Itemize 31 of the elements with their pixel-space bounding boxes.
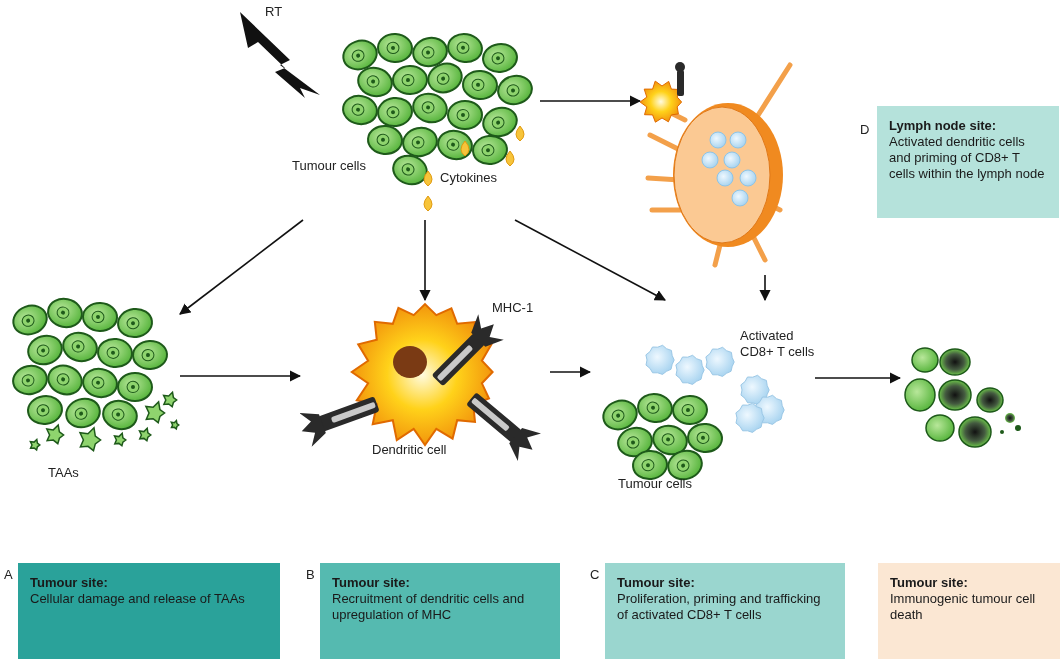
box-heading: Tumour site:	[30, 575, 109, 591]
box-description: Cellular damage and release of TAAs	[30, 591, 246, 607]
panel-letter: B	[306, 567, 315, 584]
cell-label: MHC-1	[492, 300, 535, 317]
panel-letter: A	[4, 567, 13, 584]
arrow	[419, 219, 431, 302]
arrow	[539, 95, 642, 107]
cell-label: TAAs	[48, 465, 80, 482]
arrow	[759, 274, 771, 302]
box-description: Activated dendritic cells and priming of CD8+ T cells within the lymph node	[889, 134, 1046, 182]
panel-letter: D	[860, 122, 870, 139]
arrow	[814, 372, 902, 384]
box-heading: Lymph node site:	[889, 118, 998, 134]
arrow	[514, 219, 666, 301]
info-box	[878, 563, 1060, 659]
cell-label: Activated CD8+ T cells	[740, 328, 815, 361]
box-description: Immunogenic tumour cell death	[890, 591, 1037, 623]
cell-label: Dendritic cell	[372, 442, 448, 459]
arrow	[549, 366, 592, 378]
arrow	[179, 370, 302, 382]
radiation-label: RT	[265, 3, 283, 21]
panel-letter: C	[590, 567, 600, 584]
cell-label: Tumour cells	[292, 158, 367, 175]
box-heading: Tumour site:	[332, 575, 411, 591]
box-description: Recruitment of dendritic cells and upregulation of MHC	[332, 591, 526, 623]
cell-label: Cytokines	[440, 170, 499, 187]
cell-label: Tumour cells	[618, 476, 693, 493]
arrow	[179, 219, 304, 315]
box-heading: Tumour site:	[617, 575, 696, 591]
box-description: Proliferation, priming and trafficking of activated CD8+ T cells	[617, 591, 822, 623]
box-heading: Tumour site:	[890, 575, 969, 591]
